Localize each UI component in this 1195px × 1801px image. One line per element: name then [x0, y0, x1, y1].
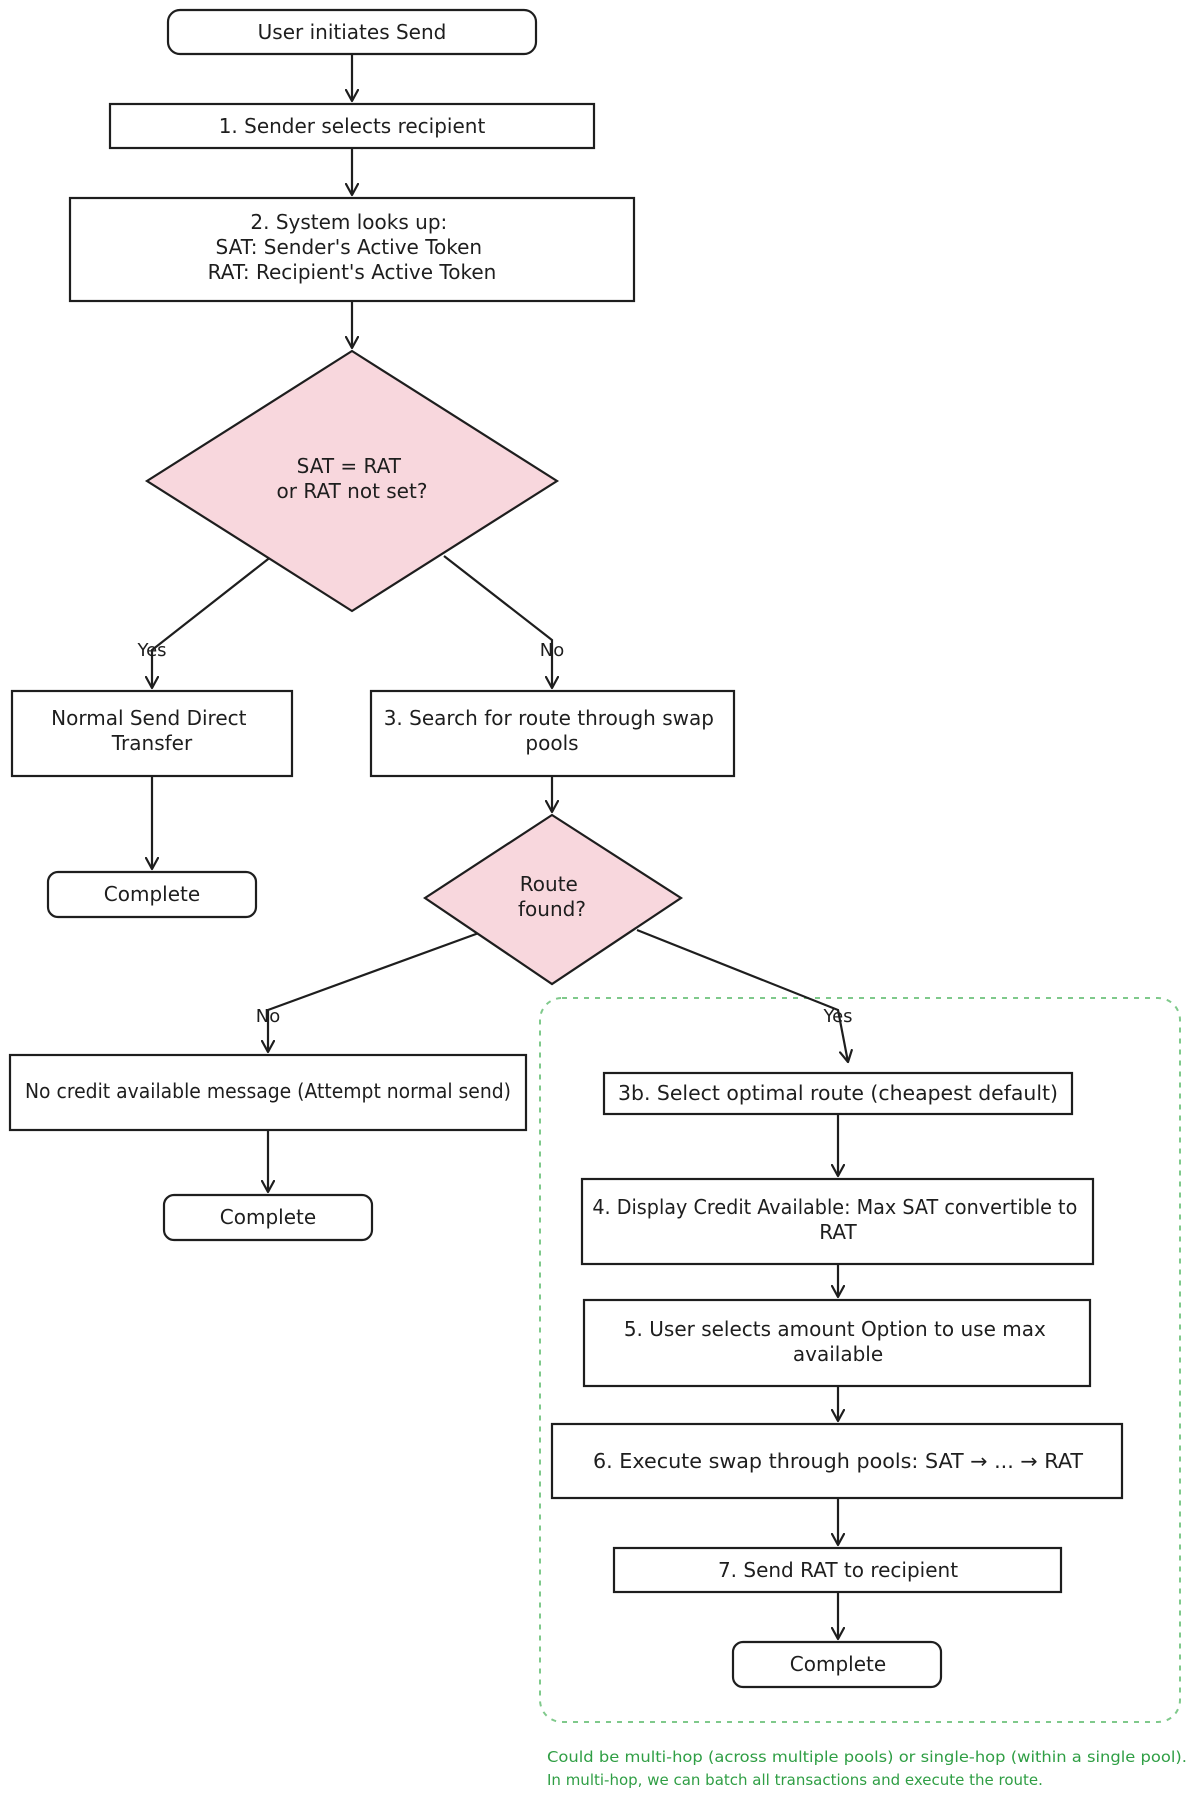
no-credit-text: No credit available message (Attempt nor… — [25, 1079, 511, 1103]
complete-middle-text: Complete — [220, 1205, 316, 1229]
step4-line-1: 4. Display Credit Available: Max SAT con… — [592, 1195, 1077, 1219]
start-node — [166, 8, 538, 56]
normal-send-node — [10, 689, 294, 778]
edge-decision2-no — [268, 928, 488, 1052]
step7-node — [612, 1546, 1063, 1594]
step3-line-1: 3. Search for route through swap — [384, 706, 714, 730]
step4-text: 4. Display Credit Available: Max SAT con… — [592, 1195, 1083, 1244]
normal-send-line-2: Transfer — [111, 731, 193, 755]
decision2-node — [423, 813, 684, 986]
edge-decision1-yes — [152, 555, 273, 688]
complete-middle-node — [162, 1193, 374, 1242]
step7-text: 7. Send RAT to recipient — [718, 1558, 958, 1582]
step2-line-1: 2. System looks up: — [250, 210, 447, 234]
step3-text: 3. Search for route through swap pools — [384, 706, 721, 755]
decision2-line-2: found? — [518, 897, 586, 921]
step2-node — [68, 196, 636, 303]
step3-node — [369, 689, 736, 778]
group-note-line-1: Could be multi-hop (across multiple pool… — [547, 1748, 1187, 1766]
normal-send-line-1: Normal Send Direct — [51, 706, 246, 730]
step5-text: 5. User selects amount Option to use max… — [624, 1317, 1052, 1366]
step3b-text: 3b. Select optimal route (cheapest defau… — [618, 1081, 1058, 1105]
group-note: Could be multi-hop (across multiple pool… — [547, 1748, 1192, 1789]
step2-line-3: RAT: Recipient's Active Token — [208, 260, 497, 284]
step1-text: 1. Sender selects recipient — [219, 114, 486, 138]
decision2-text: Route found? — [518, 872, 586, 921]
start-text: User initiates Send — [258, 20, 447, 44]
multi-hop-group — [539, 997, 1181, 1723]
step3b-node — [602, 1071, 1074, 1116]
decision1-node — [144, 349, 560, 613]
decision1-text: SAT = RAT or RAT not set? — [277, 454, 428, 503]
edge-decision2-yes — [636, 928, 848, 1062]
step2-text: 2. System looks up: SAT: Sender's Active… — [208, 210, 497, 284]
step4-line-2: RAT — [819, 1220, 857, 1244]
complete-left-node — [46, 870, 258, 919]
step6-text: 6. Execute swap through pools: SAT → ...… — [593, 1449, 1084, 1473]
decision1-line-2: or RAT not set? — [277, 479, 428, 503]
edges — [152, 54, 848, 1639]
decision1-line-1: SAT = RAT — [297, 454, 402, 478]
step4-node — [580, 1177, 1095, 1266]
complete-right-text: Complete — [790, 1652, 886, 1676]
edge-label-no-route: No — [256, 1006, 280, 1027]
step3-line-2: pools — [525, 731, 578, 755]
step5-line-1: 5. User selects amount Option to use max — [624, 1317, 1046, 1341]
complete-right-node — [731, 1640, 943, 1689]
group-note-line-2: In multi-hop, we can batch all transacti… — [547, 1771, 1043, 1789]
edge-decision1-no — [443, 555, 552, 688]
step5-node — [582, 1298, 1092, 1388]
step2-line-2: SAT: Sender's Active Token — [216, 235, 483, 259]
decision2-line-1: Route — [520, 872, 578, 896]
normal-send-text: Normal Send Direct Transfer — [51, 706, 253, 755]
edge-label-no-right: No — [540, 640, 564, 661]
edge-label-yes-left: Yes — [136, 640, 166, 661]
step6-node — [550, 1422, 1124, 1500]
no-credit-node — [8, 1053, 528, 1132]
complete-left-text: Complete — [104, 882, 200, 906]
step5-line-2: available — [793, 1342, 883, 1366]
step1-node — [108, 102, 596, 150]
edge-label-yes-route: Yes — [822, 1006, 852, 1027]
